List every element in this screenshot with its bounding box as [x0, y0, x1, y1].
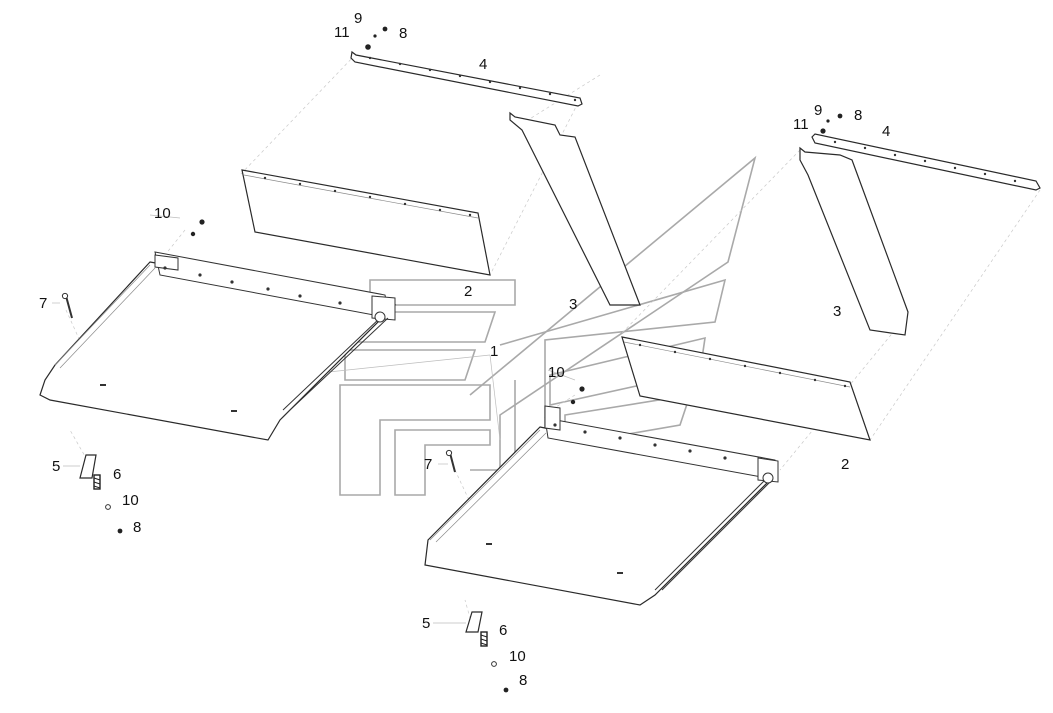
label-11: 11	[334, 24, 350, 41]
panel-3-right	[799, 146, 909, 336]
label-8: 8	[133, 519, 141, 536]
label-6: 6	[499, 622, 507, 639]
strip-4-upper-left	[350, 50, 583, 107]
label-10: 10	[548, 364, 565, 381]
label-5: 5	[422, 615, 430, 632]
latch-5-6-10-8-left	[79, 454, 123, 534]
label-7: 7	[424, 456, 432, 473]
label-9: 9	[354, 10, 362, 27]
alignment-lines	[52, 54, 1041, 626]
label-2: 2	[841, 456, 849, 473]
label-10: 10	[154, 205, 171, 222]
label-10: 10	[509, 648, 526, 665]
fasteners-10-lower-right	[570, 386, 585, 405]
label-8: 8	[399, 25, 407, 42]
left-footwell-panel	[39, 251, 397, 441]
label-5: 5	[52, 458, 60, 475]
panel-3-center	[509, 111, 641, 306]
label-3: 3	[833, 303, 841, 320]
latch-5-6-10-8-right	[465, 611, 509, 693]
fasteners-9-11-8-upper-right	[820, 113, 843, 134]
label-2: 2	[464, 283, 472, 300]
panel-2-upper-left	[241, 169, 491, 276]
fasteners-10-upper-left	[190, 219, 205, 237]
label-8: 8	[854, 107, 862, 124]
label-8: 8	[519, 672, 527, 689]
bolt-7-left	[61, 292, 73, 319]
label-4: 4	[882, 123, 890, 140]
bolt-7-right	[445, 449, 456, 473]
panel-2-lower-right	[621, 336, 871, 441]
label-6: 6	[113, 466, 121, 483]
label-7: 7	[39, 295, 47, 312]
label-11: 11	[793, 116, 809, 133]
label-9: 9	[814, 102, 822, 119]
label-3: 3	[569, 296, 577, 313]
label-1: 1	[490, 343, 498, 360]
label-4: 4	[479, 56, 487, 73]
strip-4-upper-right	[811, 133, 1041, 191]
callout-labels: 9 11 8 4 9 11 8 4 10 2 3 1 7 5 6 10 8 3 …	[39, 10, 890, 689]
right-footwell-panel	[424, 405, 779, 606]
fasteners-9-11-8-upper-left	[365, 26, 388, 50]
label-10: 10	[122, 492, 139, 509]
